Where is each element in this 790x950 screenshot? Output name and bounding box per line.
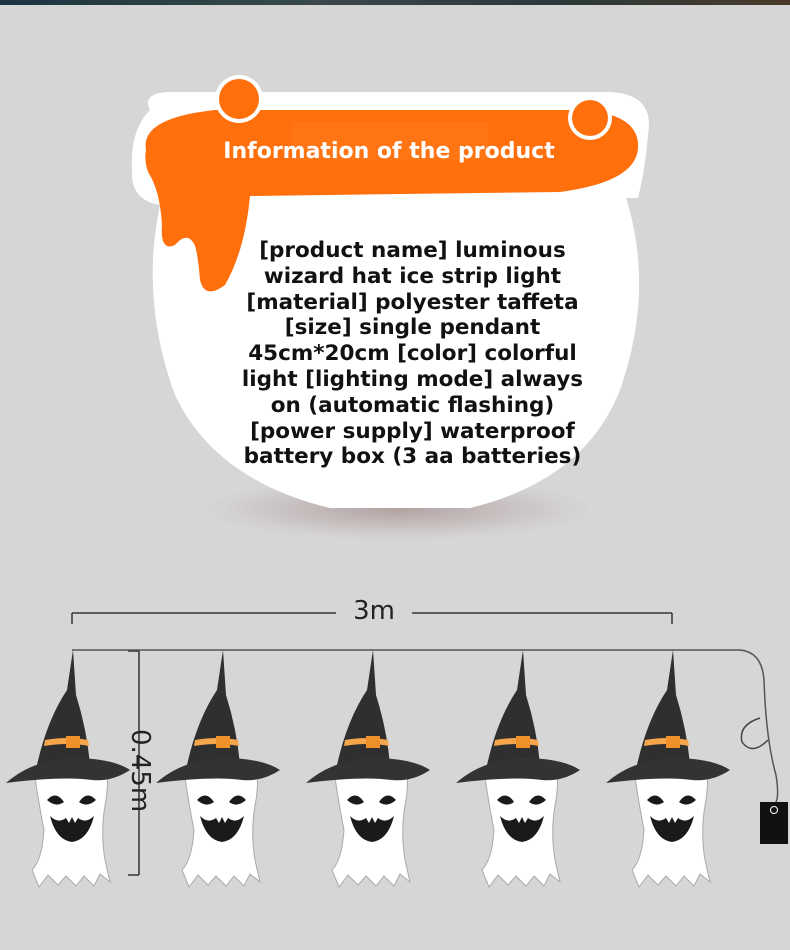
height-label: 0.45m	[125, 729, 155, 813]
info-line: battery box (3 aa batteries)	[243, 444, 582, 470]
light-wire	[72, 649, 779, 806]
witch-hat-light-icon	[455, 649, 581, 888]
info-line: 45cm*20cm [color] colorful	[248, 341, 577, 367]
info-line: [size] single pendant	[284, 315, 541, 341]
orange-rim	[145, 110, 639, 292]
height-dimension-line	[128, 650, 140, 876]
info-line: light [lighting mode] always	[241, 366, 584, 392]
title-backdrop	[292, 122, 488, 160]
info-line: [power supply] waterproof	[250, 418, 575, 444]
top-image-strip	[0, 0, 790, 5]
witch-hat-light-icon	[155, 649, 281, 888]
length-label: 3m	[336, 596, 412, 626]
witch-hat-light-icon	[305, 649, 431, 888]
witch-hat-light-icon	[605, 649, 731, 888]
banner-title: Information of the product	[223, 139, 555, 164]
witch-hat-light-icon	[5, 649, 131, 888]
info-line: [product name] luminous	[259, 238, 566, 263]
info-line: on (automatic flashing)	[270, 392, 555, 418]
info-line: wizard hat ice strip light	[263, 263, 562, 289]
cauldron-body	[131, 91, 649, 509]
info-line: [material] polyester taffeta	[246, 289, 579, 315]
product-info: [product name] luminous wizard hat ice s…	[220, 238, 605, 470]
battery-box-icon	[760, 802, 788, 844]
